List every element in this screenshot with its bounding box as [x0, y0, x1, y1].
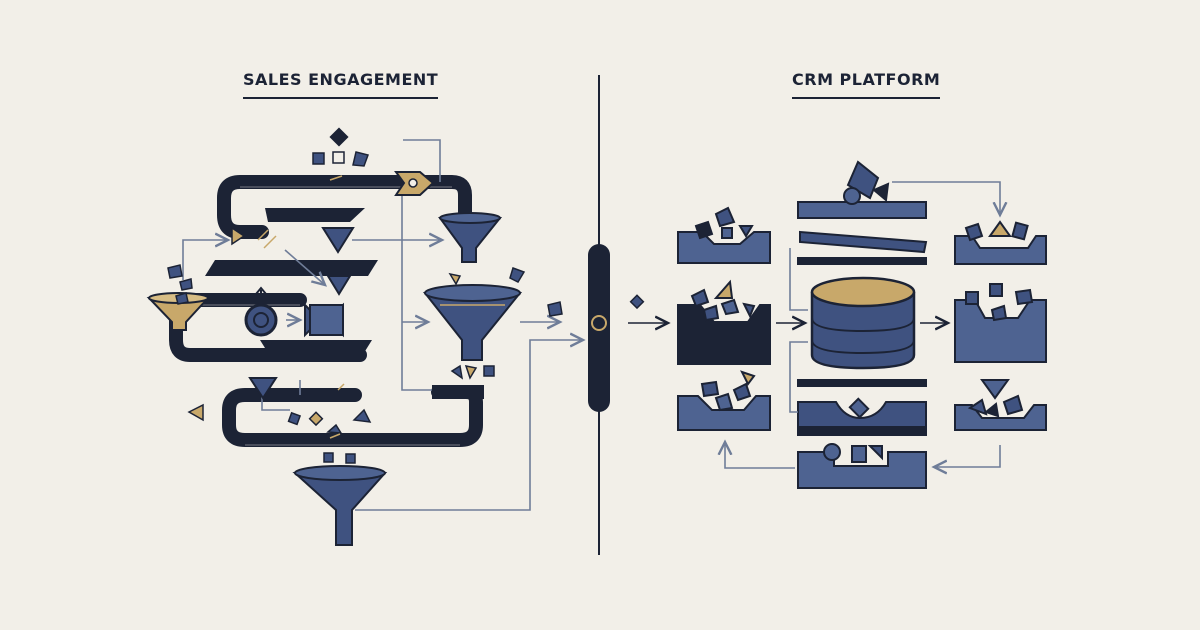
gold-accents	[257, 175, 345, 439]
valve-hub	[244, 286, 278, 337]
crm-stack-top	[797, 160, 928, 265]
crm-database	[810, 276, 916, 370]
crm-tray-right-bottom	[954, 379, 1047, 431]
funnel-bottom	[292, 465, 388, 546]
flow-chevron-top	[394, 171, 435, 196]
connector-lines	[182, 139, 583, 511]
crm-platform-heading: CRM PLATFORM	[792, 70, 941, 99]
data-tokens-left	[167, 127, 563, 464]
crm-arrows	[628, 181, 1000, 468]
crm-tray-left-top	[677, 206, 771, 264]
crm-stack-bottom	[797, 379, 927, 489]
crm-tray-left-middle	[677, 279, 771, 365]
funnel-top-right	[438, 212, 503, 263]
bow-tie-connectors	[248, 227, 355, 400]
crm-tray-right-middle	[954, 283, 1047, 363]
sales-engagement-heading: SALES ENGAGEMENT	[243, 70, 439, 99]
center-divider	[588, 75, 610, 555]
slat-bars	[205, 208, 484, 399]
crm-tray-left-bottom	[677, 370, 771, 431]
crm-tray-right-top	[954, 220, 1047, 265]
funnel-main	[422, 284, 523, 361]
crm-input-token	[629, 294, 645, 310]
